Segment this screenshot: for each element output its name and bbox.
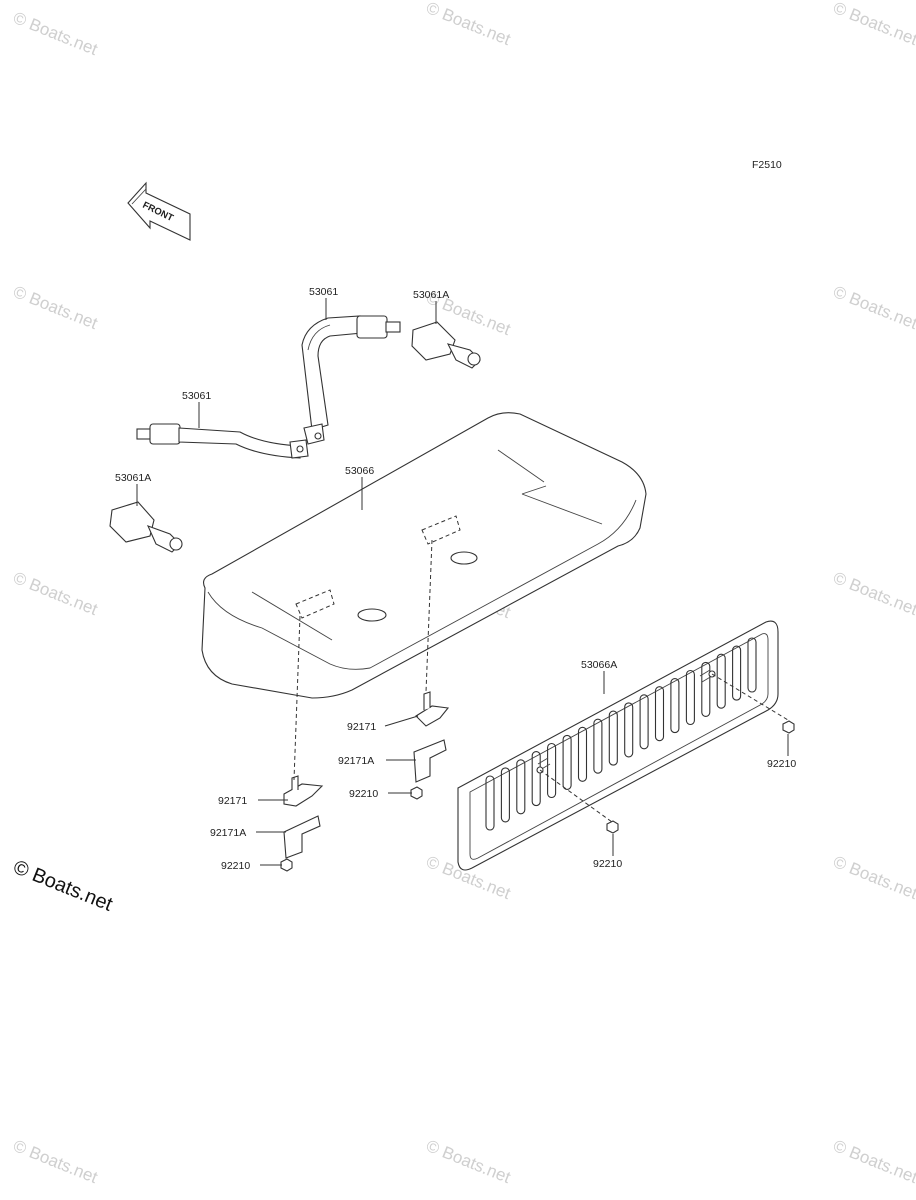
watermark-text: © Boats.net: [11, 1136, 101, 1187]
nut-panel-bottom: [606, 820, 619, 834]
label-buckle-upper: 53061A: [413, 289, 449, 301]
ventilation-slot: [485, 775, 495, 831]
plate-left: [283, 815, 321, 859]
label-bracket-left: 92171: [218, 795, 247, 807]
label-seat-cushion: 53066: [345, 465, 374, 477]
ventilation-slots: [485, 637, 757, 831]
label-bracket-center: 92171: [347, 721, 376, 733]
buckle-upper: [411, 321, 481, 369]
label-plate-center: 92171A: [338, 755, 374, 767]
watermark-text: © Boats.net: [11, 8, 101, 59]
bracket-center: [415, 691, 450, 727]
ventilation-slot: [562, 734, 572, 790]
ventilation-slot: [577, 726, 588, 782]
ventilation-slot: [747, 637, 757, 693]
nut-center: [410, 786, 423, 800]
seat-back-panel: [457, 620, 779, 871]
ventilation-slot: [685, 669, 695, 726]
watermark-text: © Boats.net: [424, 0, 514, 49]
nut-left: [280, 858, 293, 872]
bracket-left: [283, 775, 324, 807]
label-nut-panel-right: 92210: [767, 758, 796, 770]
plate-center: [413, 739, 447, 783]
watermark-corner-text: © Boats.net: [10, 856, 116, 916]
ventilation-slot: [732, 645, 742, 701]
ventilation-slot: [593, 718, 603, 774]
ventilation-slot: [547, 742, 557, 799]
ventilation-slot: [624, 702, 634, 758]
part-labels: 53061 53061A 53061 53061A 53066 53066A 9…: [115, 286, 796, 872]
label-belt-upper: 53061: [309, 286, 338, 298]
label-nut-center: 92210: [349, 788, 378, 800]
watermark-text: © Boats.net: [831, 852, 916, 903]
label-belt-lower: 53061: [182, 390, 211, 402]
seat-belt-upper: [301, 315, 401, 445]
seat-cushion: [201, 412, 647, 699]
label-nut-panel-bottom: 92210: [593, 858, 622, 870]
ventilation-slot: [654, 686, 665, 742]
ventilation-slot: [531, 751, 541, 807]
seat-belt-lower: [136, 423, 309, 459]
watermark-text: © Boats.net: [424, 1136, 514, 1187]
ventilation-slot: [670, 678, 680, 734]
watermark-text: © Boats.net: [831, 1136, 916, 1187]
watermark-text: © Boats.net: [11, 568, 101, 619]
nut-panel-right: [782, 720, 795, 734]
watermark-text: © Boats.net: [831, 282, 916, 333]
label-back-panel: 53066A: [581, 659, 617, 671]
leader-lines: [136, 298, 789, 866]
ventilation-slot: [701, 661, 711, 717]
buckle-lower: [109, 501, 183, 553]
watermark-text: © Boats.net: [831, 0, 916, 49]
watermark-text: © Boats.net: [831, 568, 916, 619]
watermark-text: © Boats.net: [11, 282, 101, 333]
ventilation-slot: [500, 767, 510, 823]
alignment-lines: [293, 539, 789, 823]
figure-code: F2510: [752, 159, 782, 171]
ventilation-slot: [608, 710, 618, 766]
front-direction-arrow: FRONT: [127, 181, 191, 241]
label-nut-left: 92210: [221, 860, 250, 872]
label-buckle-lower: 53061A: [115, 472, 151, 484]
ventilation-slot: [639, 694, 649, 750]
ventilation-slot: [516, 759, 526, 815]
label-plate-left: 92171A: [210, 827, 246, 839]
ventilation-slot: [716, 653, 726, 709]
